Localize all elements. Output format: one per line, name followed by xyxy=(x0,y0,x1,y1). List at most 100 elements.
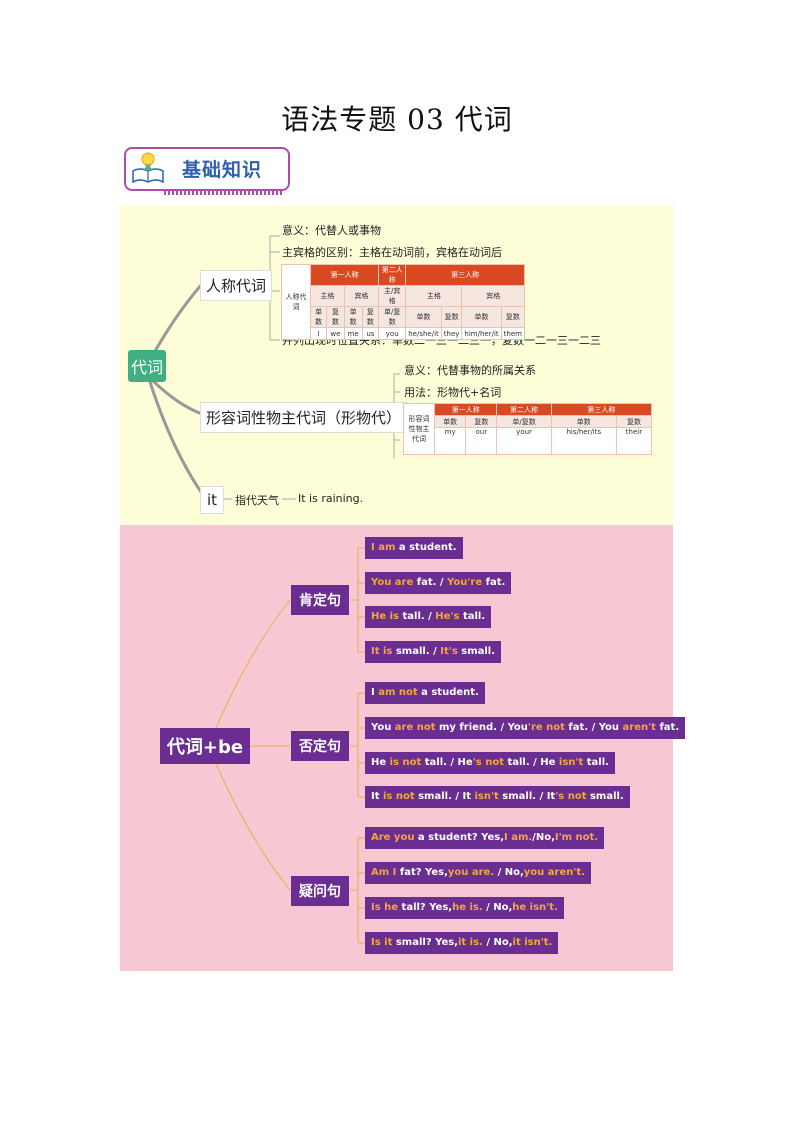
sentence-text: fat? Yes, xyxy=(396,867,448,878)
sentence-text: I xyxy=(371,687,379,698)
sentence-text: tall. / He xyxy=(503,757,559,768)
table-cell: 复数 xyxy=(326,306,345,328)
highlight-text: is not xyxy=(382,791,415,802)
table-cell: they xyxy=(440,327,463,340)
negative-sentence: I am not a student. xyxy=(365,682,485,704)
sentence-text: fat. / xyxy=(413,577,448,588)
table-header: 第二人称 xyxy=(496,403,552,416)
highlight-text: He's xyxy=(435,611,460,622)
node-personal-pronoun: 人称代词 xyxy=(200,270,273,301)
table-cell: their xyxy=(615,427,653,455)
question-sentence: Is he tall? Yes,he is. / No,he isn't. xyxy=(365,897,564,919)
possessive-pronoun-table: 形容词性物主代词 第一人称 第二人称 第三人称 单数 复数 单/复数 单数 复数… xyxy=(403,403,653,455)
table-header: 第三人称 xyxy=(405,264,525,286)
root-node-pronoun: 代词 xyxy=(128,350,166,382)
table-cell: 复数 xyxy=(500,306,526,328)
table-cell: 单数 xyxy=(405,306,442,328)
highlight-text: Am I xyxy=(371,867,397,878)
table-cell: them xyxy=(500,327,526,340)
question-sentence: Is it small? Yes,it is. / No,it isn't. xyxy=(365,932,559,954)
highlight-text: 's not xyxy=(472,757,504,768)
highlight-text: It's xyxy=(440,646,458,657)
table-cell: my xyxy=(433,427,467,455)
highlight-text: I'm not. xyxy=(554,832,599,843)
badge-underline xyxy=(164,191,282,195)
sentence-text: tall? Yes, xyxy=(398,902,453,913)
table-cell: him/her/it xyxy=(461,327,502,340)
highlight-text: 's not xyxy=(555,791,587,802)
sentence-text: fat. xyxy=(482,577,506,588)
table-cell: 单/复数 xyxy=(496,415,552,428)
sentence-text: fat. / You xyxy=(564,722,623,733)
possessive-meaning: 意义：代替事物的所属关系 xyxy=(404,364,536,377)
sentence-text: small. xyxy=(457,646,496,657)
table-cell: 复数 xyxy=(615,415,653,428)
table-header: 第一人称 xyxy=(309,264,380,286)
sentence-text: tall. xyxy=(583,757,609,768)
sentence-text: my friend. / You xyxy=(435,722,528,733)
highlight-text: it isn't. xyxy=(512,937,553,948)
sentence-text: tall. / xyxy=(399,611,436,622)
sentence-text: fat. xyxy=(655,722,680,733)
sentence-text: / No, xyxy=(482,902,513,913)
highlight-text: it is. xyxy=(457,937,483,948)
root-node-pronoun-be: 代词+be xyxy=(160,728,250,764)
table-cell: 主格 xyxy=(405,285,463,307)
table-cell: you xyxy=(378,327,407,340)
table-cell: we xyxy=(326,327,345,340)
node-question: 疑问句 xyxy=(291,876,349,906)
table-cell: 复数 xyxy=(465,415,498,428)
highlight-text: he is. xyxy=(452,902,483,913)
highlight-text: isn't xyxy=(474,791,499,802)
table-header: 第一人称 xyxy=(433,403,498,416)
table-cell: I xyxy=(309,327,328,340)
sentence-text: / No, xyxy=(494,867,524,878)
highlight-text: are not xyxy=(394,722,436,733)
table-cell: your xyxy=(496,427,552,455)
badge-label: 基础知识 xyxy=(182,159,263,181)
sentence-text: a student. xyxy=(417,687,479,698)
table-row-label: 人称代词 xyxy=(281,264,311,340)
highlight-text: aren't xyxy=(622,722,656,733)
highlight-text: is not xyxy=(389,757,422,768)
sentence-text: small. / xyxy=(392,646,441,657)
table-cell: 复数 xyxy=(361,306,380,328)
pronoun-mindmap-panel xyxy=(120,205,673,525)
personal-pronoun-table: 人称代词 第一人称 第二人称 第三人称 主格 宾格 主/宾格 主格 宾格 单数 … xyxy=(281,264,526,340)
question-sentence: Are you a student? Yes,I am./No,I'm not. xyxy=(365,827,605,849)
positive-sentence: He is tall. / He's tall. xyxy=(365,606,492,628)
negative-sentence: You are not my friend. / You're not fat.… xyxy=(365,717,686,739)
sentence-text: /No, xyxy=(532,832,555,843)
node-it: it xyxy=(200,486,225,514)
sentence-text: tall. / He xyxy=(421,757,473,768)
table-cell: 宾格 xyxy=(343,285,380,307)
table-cell: 复数 xyxy=(440,306,463,328)
table-cell: 主格 xyxy=(310,285,345,307)
highlight-text: he isn't. xyxy=(512,902,558,913)
table-cell: me xyxy=(343,327,363,340)
sentence-text: small. xyxy=(586,791,624,802)
highlight-text: am not xyxy=(378,687,418,698)
table-cell: he/she/it xyxy=(405,327,442,340)
table-header: 第二人称 xyxy=(378,264,407,286)
highlight-text: 're not xyxy=(527,722,565,733)
table-cell: our xyxy=(465,427,498,455)
sentence-text: small. / It xyxy=(498,791,556,802)
question-sentence: Am I fat? Yes,you are. / No,you aren't. xyxy=(365,862,591,884)
highlight-text: It is xyxy=(371,646,393,657)
highlight-text: isn't xyxy=(558,757,584,768)
highlight-text: I am xyxy=(371,542,396,553)
it-example: It is raining. xyxy=(298,492,364,505)
highlight-text: You're xyxy=(447,577,483,588)
table-cell: 单数 xyxy=(550,415,617,428)
sentence-text: small? Yes, xyxy=(392,937,458,948)
personal-case-difference: 主宾格的区别：主格在动词前，宾格在动词后 xyxy=(282,246,502,259)
node-positive: 肯定句 xyxy=(291,585,349,615)
table-cell: 单数 xyxy=(461,306,502,328)
sentence-text: small. / It xyxy=(414,791,475,802)
it-use: 指代天气 xyxy=(235,494,279,507)
highlight-text: I am. xyxy=(504,832,533,843)
sentence-text: / No, xyxy=(482,937,513,948)
positive-sentence: It is small. / It's small. xyxy=(365,641,502,663)
